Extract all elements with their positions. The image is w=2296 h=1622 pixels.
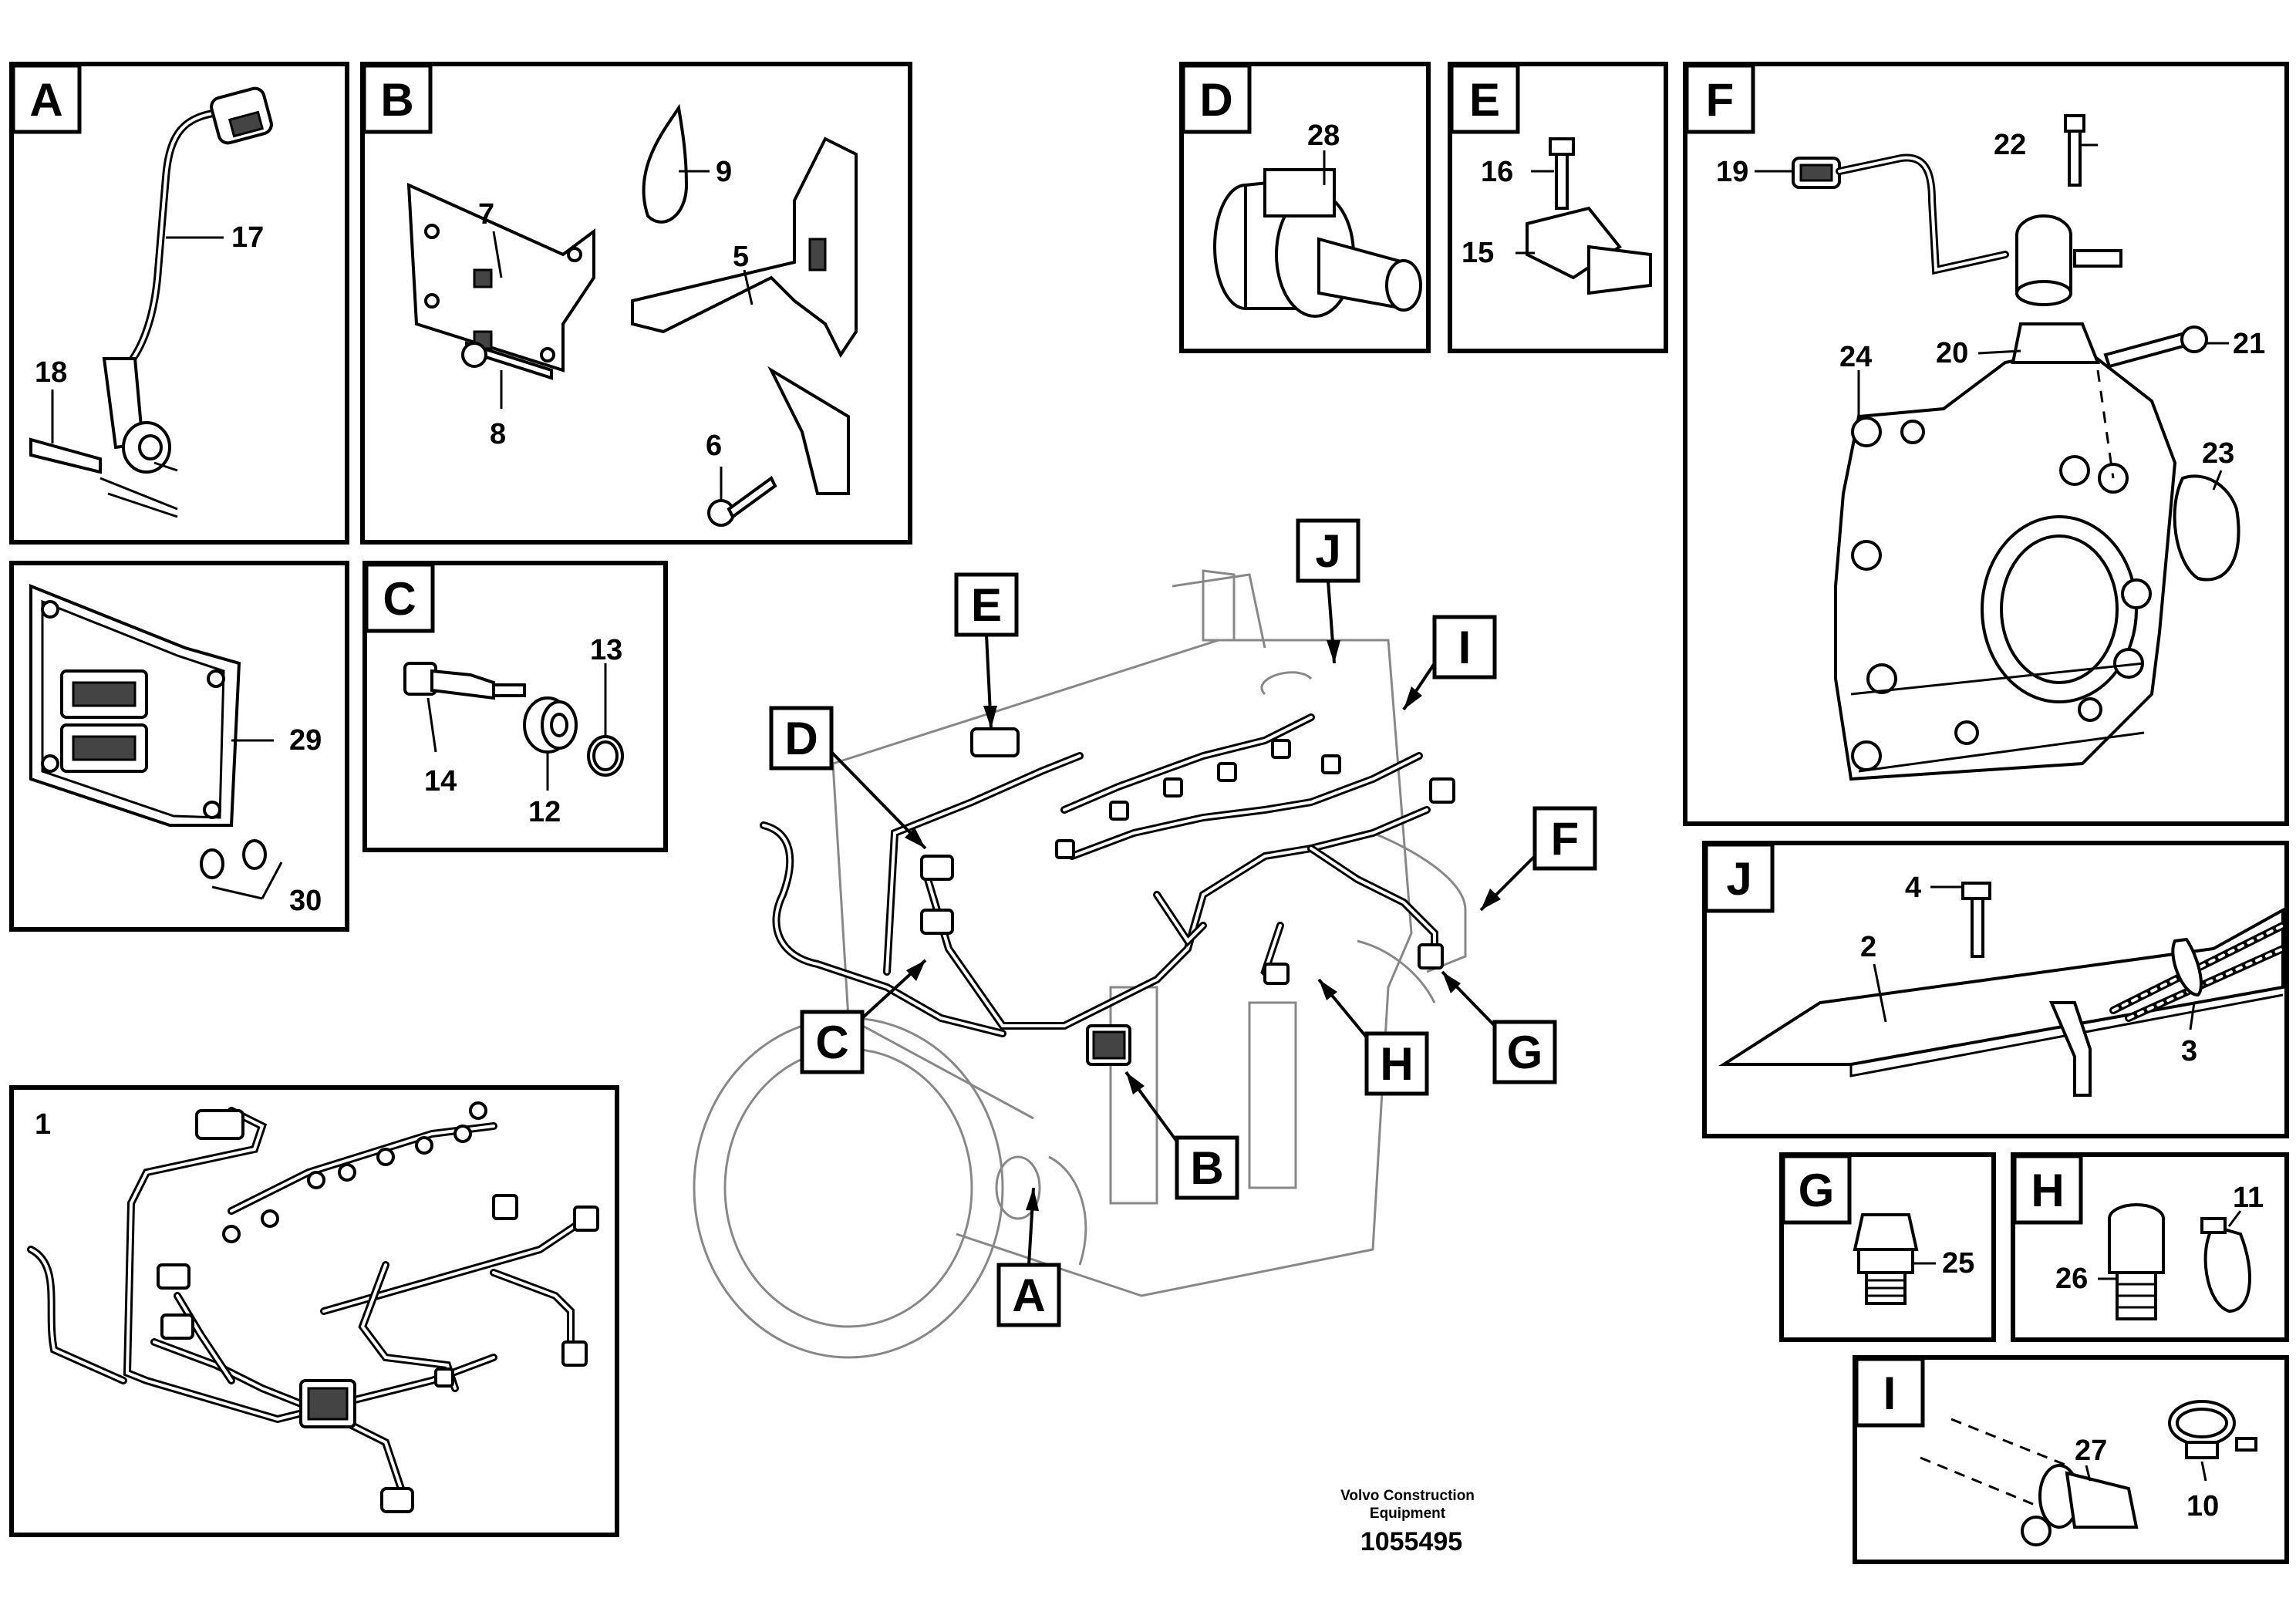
label-23: 23 (2202, 437, 2234, 470)
label-4: 4 (1905, 872, 1921, 904)
panel-f: F (1683, 62, 2289, 826)
label-25: 25 (1942, 1247, 1974, 1280)
timing-cover-drawing (1834, 345, 2177, 781)
label-3: 3 (2181, 1035, 2197, 1067)
panel-ecu: 29 30 (9, 561, 349, 932)
label-27: 27 (2075, 1435, 2107, 1467)
footer: Volvo Construction Equipment 1055495 (1340, 1488, 1475, 1556)
footer-drawing-number: 1055495 (1360, 1527, 1462, 1556)
solenoid-valve-drawing (1213, 168, 1422, 318)
panel-b: B 9 7 5 8 6 (360, 62, 912, 545)
label-15: 15 (1462, 237, 1494, 269)
cable-harness-drawing (27, 1101, 599, 1513)
panel-c-tag: C (383, 573, 416, 625)
callout-j: J (1296, 518, 1360, 664)
panel-a-tag: A (29, 74, 62, 126)
panel-d-tag: D (1199, 74, 1232, 126)
callout-e: E (954, 572, 1019, 730)
control-unit-drawing (29, 584, 267, 879)
label-9: 9 (716, 156, 732, 188)
oil-pressure-sensor-drawing (1853, 1213, 1919, 1305)
label-20: 20 (1936, 337, 1968, 369)
pressure-sensor-drawing (1526, 137, 1652, 295)
label-2: 2 (1860, 931, 1876, 963)
label-6: 6 (706, 430, 722, 462)
panel-c: C 14 12 13 (362, 561, 668, 852)
panel-i-tag: I (1883, 1367, 1896, 1419)
sealing-ring-drawing (587, 735, 624, 777)
callout-i-label: I (1458, 622, 1472, 673)
panel-g: G 25 (1779, 1152, 1996, 1342)
footer-company: Volvo Construction (1340, 1488, 1475, 1504)
panel-j: J 4 2 3 (1702, 841, 2289, 1138)
callout-d: D (769, 706, 927, 850)
engine-wiring-drawing (760, 713, 1455, 1066)
label-16: 16 (1481, 156, 1513, 188)
label-26: 26 (2055, 1263, 2088, 1295)
footer-company-line2: Equipment (1370, 1506, 1446, 1522)
callout-b: B (1124, 1071, 1239, 1200)
callout-c: C (800, 959, 927, 1074)
label-5: 5 (733, 241, 749, 273)
speed-sensor-drawing (1792, 114, 2240, 582)
label-14: 14 (424, 765, 457, 798)
label-30: 30 (289, 885, 322, 917)
panel-i: I 27 10 (1853, 1355, 2289, 1564)
panel-h-tag: H (2031, 1165, 2064, 1216)
callout-e-label: E (971, 579, 1002, 631)
panel-g-tag: G (1799, 1165, 1835, 1216)
label-28: 28 (1307, 120, 1340, 152)
callout-h-label: H (1380, 1038, 1413, 1090)
cover-plate-drawing (1718, 882, 2287, 1097)
clamp-drawing (2168, 1400, 2257, 1459)
callout-g: G (1441, 970, 1557, 1084)
adapter-drawing (523, 696, 578, 754)
label-21: 21 (2233, 328, 2265, 360)
label-17: 17 (231, 221, 264, 254)
callout-f: F (1479, 806, 1597, 912)
panel-f-tag: F (1706, 74, 1735, 126)
panel-h: H 26 11 (2011, 1152, 2289, 1342)
callout-j-label: J (1315, 525, 1340, 577)
panel-d: D 28 (1179, 62, 1431, 353)
panel-a: A 17 18 (9, 62, 349, 545)
label-18: 18 (35, 356, 67, 389)
callout-g-label: G (1507, 1027, 1543, 1078)
crankshaft-sensor-drawing (29, 86, 273, 518)
callout-i: I (1402, 615, 1497, 711)
temperature-sensor-drawing (403, 662, 526, 700)
label-12: 12 (528, 796, 561, 828)
level-sensor-drawing (2108, 1203, 2165, 1320)
label-24: 24 (1839, 341, 1872, 373)
callout-d-label: D (784, 713, 818, 764)
label-22: 22 (1994, 129, 2026, 161)
label-11: 11 (2233, 1182, 2264, 1214)
engine-overview: E J I D F (693, 518, 1597, 1359)
label-1: 1 (35, 1108, 51, 1141)
label-7: 7 (478, 198, 494, 231)
panel-j-tag: J (1726, 853, 1752, 905)
coolant-level-sensor-drawing (1920, 1418, 2139, 1546)
label-19: 19 (1716, 156, 1748, 188)
panel-e: E 16 15 (1448, 62, 1668, 353)
label-8: 8 (490, 418, 506, 450)
callout-a: A (996, 1187, 1061, 1327)
callout-h: H (1317, 978, 1429, 1096)
panel-harness: 1 (9, 1085, 619, 1537)
panel-b-tag: B (380, 74, 413, 126)
bracket-drawing (631, 137, 858, 527)
cable-tie-h-drawing (2200, 1217, 2251, 1313)
cable-tie-drawing (642, 103, 689, 224)
label-13: 13 (590, 634, 622, 666)
callout-f-label: F (1551, 813, 1580, 865)
panel-e-tag: E (1469, 74, 1500, 126)
callout-b-label: B (1190, 1142, 1223, 1194)
label-10: 10 (2186, 1490, 2219, 1523)
callout-a-label: A (1012, 1270, 1045, 1321)
label-29: 29 (289, 724, 322, 757)
callout-c-label: C (815, 1017, 848, 1068)
